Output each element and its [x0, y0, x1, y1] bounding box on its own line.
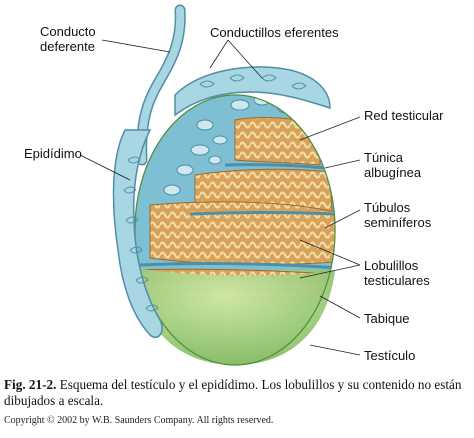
lobule-1: [234, 117, 321, 166]
septum: [139, 262, 335, 270]
label-tubulos-1: Túbulos: [364, 200, 411, 215]
label-tabique: Tabique: [364, 311, 410, 326]
copyright: Copyright © 2002 by W.B. Saunders Compan…: [4, 415, 274, 426]
label-red-testicular: Red testicular: [364, 108, 444, 123]
label-conductillos-eferentes: Conductillos eferentes: [210, 25, 339, 40]
label-lobulillos-2: testiculares: [364, 273, 430, 288]
figure-caption: Fig. 21-2. Esquema del testículo y el ep…: [4, 377, 470, 409]
label-lobulillos-1: Lobulillos: [364, 258, 419, 273]
label-conducto-2: deferente: [40, 39, 95, 54]
leader-lines: [79, 39, 361, 356]
label-tubulos-2: seminíferos: [364, 215, 432, 230]
caption-text: Esquema del testículo y el epidídimo. Lo…: [4, 377, 462, 408]
label-conducto-1: Conducto: [40, 24, 96, 39]
label-epididimo: Epidídimo: [24, 146, 82, 161]
label-tunica-1: Túnica: [364, 150, 404, 165]
figure-number: Fig. 21-2.: [4, 377, 57, 392]
label-tunica-2: albugínea: [364, 165, 422, 180]
epididymis-coils: [123, 74, 307, 312]
label-testiculo: Testículo: [364, 348, 416, 363]
epididymis: [112, 66, 331, 339]
